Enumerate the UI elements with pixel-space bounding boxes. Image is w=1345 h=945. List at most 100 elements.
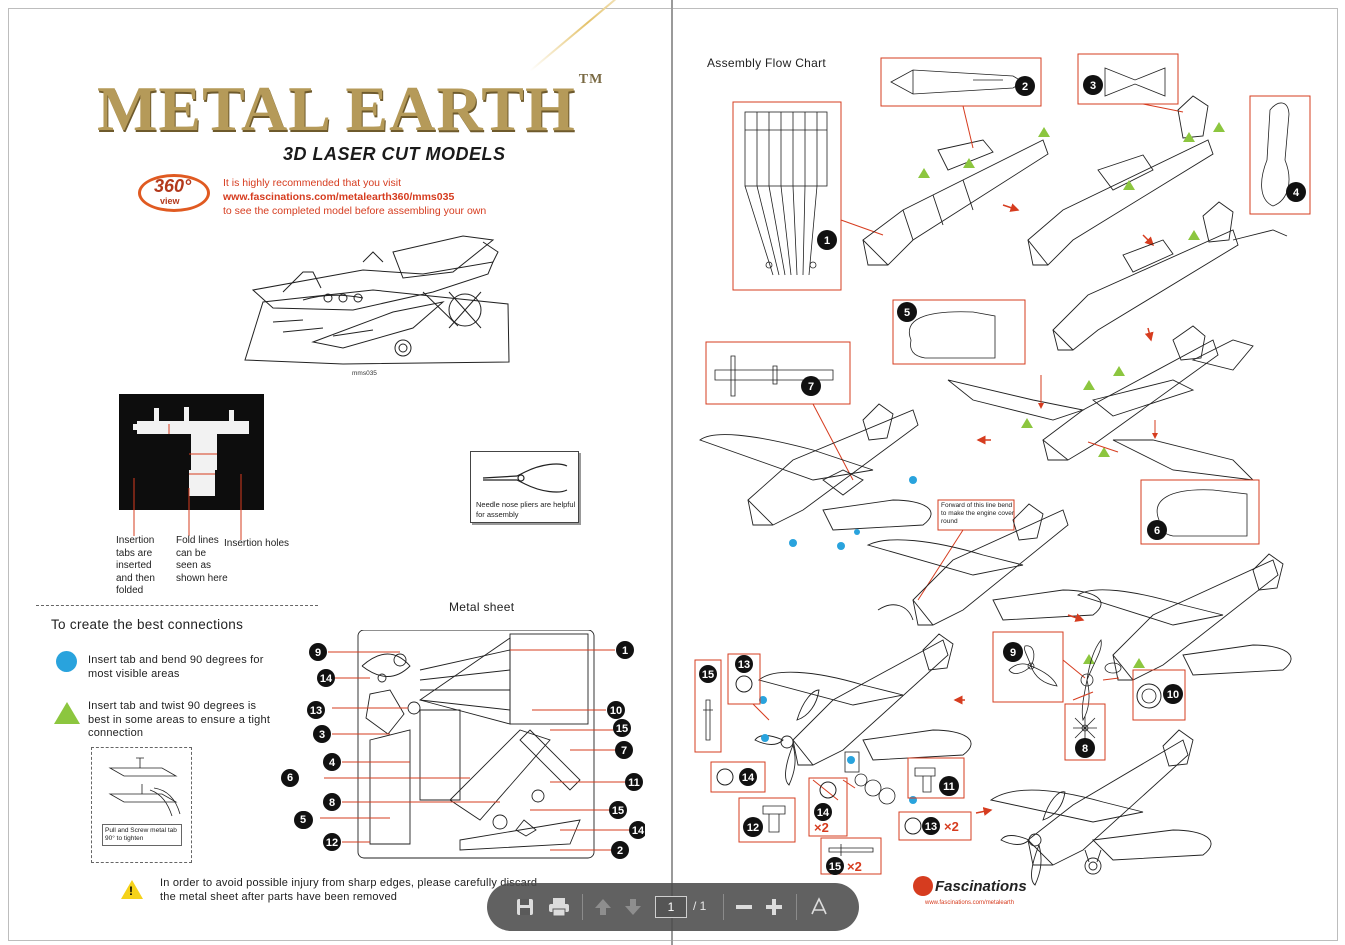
- pliers-note: Needle nose pliers are helpful for assem…: [476, 500, 576, 519]
- step-10-badge: 10: [1163, 684, 1183, 704]
- metal-sheet-badges: 9 14 13 3 4 6 8 5 12 1 10 15 7 11 15 14 …: [300, 641, 645, 859]
- sheet-badge-14b-text: 14: [632, 825, 645, 837]
- view-360-number: 360°: [154, 176, 192, 196]
- section-divider: [36, 605, 318, 606]
- step-6-badge: 6: [1147, 520, 1167, 540]
- engine-note-text: Forward of this line bend to make the en…: [941, 502, 1014, 525]
- arrow-down-icon[interactable]: [621, 895, 645, 919]
- brand-subtitle: 3D LASER CUT MODELS: [283, 144, 506, 164]
- step-13-multiplier: ×2: [944, 819, 959, 834]
- triangle-legend-text: Insert tab and twist 90 degrees is best …: [88, 700, 271, 739]
- warning-icon: [121, 880, 143, 899]
- plus-icon[interactable]: [762, 895, 786, 919]
- sheet-badge-9: 9: [309, 643, 327, 661]
- page-total: / 1: [693, 899, 707, 913]
- view-360-icon: 360° view: [136, 170, 216, 216]
- svg-text:11: 11: [943, 781, 955, 793]
- brand-logo-text: METAL EARTH: [97, 73, 576, 144]
- svg-text:3: 3: [1090, 80, 1096, 92]
- publisher-name: Fascinations: [935, 878, 1027, 895]
- save-icon[interactable]: [513, 895, 537, 919]
- svg-text:13: 13: [738, 659, 750, 671]
- step-4-badge: 4: [1286, 182, 1306, 202]
- print-icon[interactable]: [547, 895, 571, 919]
- sheet-badge-8: 8: [323, 793, 341, 811]
- publisher-logo: Fascinations www.fascinations.com/metale…: [913, 868, 1053, 918]
- sheet-badge-11: 11: [625, 773, 643, 791]
- svg-text:7: 7: [808, 381, 814, 393]
- gold-streak: [529, 0, 646, 72]
- model-caption: mms035: [352, 370, 377, 377]
- sheet-badge-1: 1: [616, 641, 634, 659]
- publisher-url[interactable]: www.fascinations.com/metalearth: [925, 900, 1015, 906]
- sheet-badge-15b: 15: [609, 801, 627, 819]
- sheet-badge-15a: 15: [613, 719, 631, 737]
- connections-title: To create the best connections: [51, 617, 244, 632]
- sheet-badge-2-text: 2: [617, 845, 623, 857]
- flow-chart-title: Assembly Flow Chart: [707, 56, 827, 70]
- sheet-badge-8-text: 8: [329, 797, 335, 809]
- sheet-badge-15b-text: 15: [612, 805, 624, 817]
- sheet-badge-14b: 14: [629, 821, 645, 839]
- twist-note: Pull and Screw metal tab 90° to tighten: [102, 824, 182, 846]
- sheet-badge-14: 14: [317, 669, 335, 687]
- step-13x2-badge: 13: [922, 817, 940, 835]
- tab-label-leaders: [133, 474, 242, 540]
- acrobat-icon[interactable]: [807, 895, 831, 919]
- trademark-mark: TM: [578, 72, 604, 87]
- step-5-badge: 5: [897, 302, 917, 322]
- twist-tab-illustration: Pull and Screw metal tab 90° to tighten: [91, 747, 192, 863]
- pdf-toolbar: / 1: [487, 883, 859, 931]
- svg-text:14: 14: [742, 772, 755, 784]
- sheet-badge-4-text: 4: [329, 757, 336, 769]
- minus-icon[interactable]: [732, 895, 756, 919]
- svg-text:15: 15: [829, 861, 841, 873]
- step-14-badge: 14: [739, 768, 757, 786]
- sheet-badge-7: 7: [615, 741, 633, 759]
- metal-sheet-diagram: [320, 630, 630, 859]
- page-divider: [671, 0, 673, 945]
- page-number-input[interactable]: [655, 896, 687, 918]
- sheet-badge-4: 4: [323, 753, 341, 771]
- recommendation-line1: It is highly recommended that you visit: [223, 177, 401, 189]
- step-7-badge: 7: [801, 376, 821, 396]
- dot-legend-text: Insert tab and bend 90 degrees for most …: [88, 654, 264, 680]
- step-1-box: [732, 101, 884, 291]
- label-insertion-tabs: Insertion tabs are inserted and then fol…: [116, 535, 155, 596]
- sheet-badge-7-text: 7: [621, 745, 627, 757]
- step-9-badge: 9: [1003, 642, 1023, 662]
- toolbar-separator: [796, 894, 797, 920]
- sheet-badge-10-text: 10: [610, 705, 622, 717]
- step-15-multiplier: ×2: [847, 859, 862, 874]
- step-15x2-badge: 15: [826, 857, 844, 875]
- step-13-badge: 13: [735, 655, 753, 673]
- svg-text:13: 13: [925, 821, 937, 833]
- sheet-badge-12: 12: [323, 833, 341, 851]
- recommendation-text: It is highly recommended that you visit …: [223, 176, 486, 218]
- pliers-icon: [482, 463, 568, 493]
- svg-text:4: 4: [1293, 187, 1300, 199]
- recommendation-url[interactable]: www.fascinations.com/metalearth360/mms03…: [223, 191, 455, 203]
- sheet-badge-14-text: 14: [320, 673, 333, 685]
- sheet-badge-15a-text: 15: [616, 723, 628, 735]
- sheet-badge-9-text: 9: [315, 647, 321, 659]
- step-14x2-badge: 14: [814, 803, 832, 821]
- pliers-tip-box: Needle nose pliers are helpful for assem…: [470, 451, 579, 523]
- svg-text:10: 10: [1167, 689, 1179, 701]
- svg-text:9: 9: [1010, 647, 1016, 659]
- step-12-badge: 12: [743, 817, 763, 837]
- engine-note-callout: [917, 499, 1015, 601]
- step-2-badge: 2: [1015, 76, 1035, 96]
- svg-text:1: 1: [824, 235, 830, 247]
- arrow-up-icon[interactable]: [591, 895, 615, 919]
- toolbar-separator: [582, 894, 583, 920]
- warning-text: In order to avoid possible injury from s…: [160, 877, 538, 903]
- step-15-badge: 15: [699, 665, 717, 683]
- step-14-multiplier: ×2: [814, 820, 829, 835]
- svg-text:15: 15: [702, 669, 714, 681]
- sheet-badge-1-text: 1: [622, 645, 628, 657]
- sheet-badge-5-overlay: 5: [294, 811, 312, 829]
- sheet-badge-2: 2: [611, 841, 629, 859]
- toolbar-separator: [723, 894, 724, 920]
